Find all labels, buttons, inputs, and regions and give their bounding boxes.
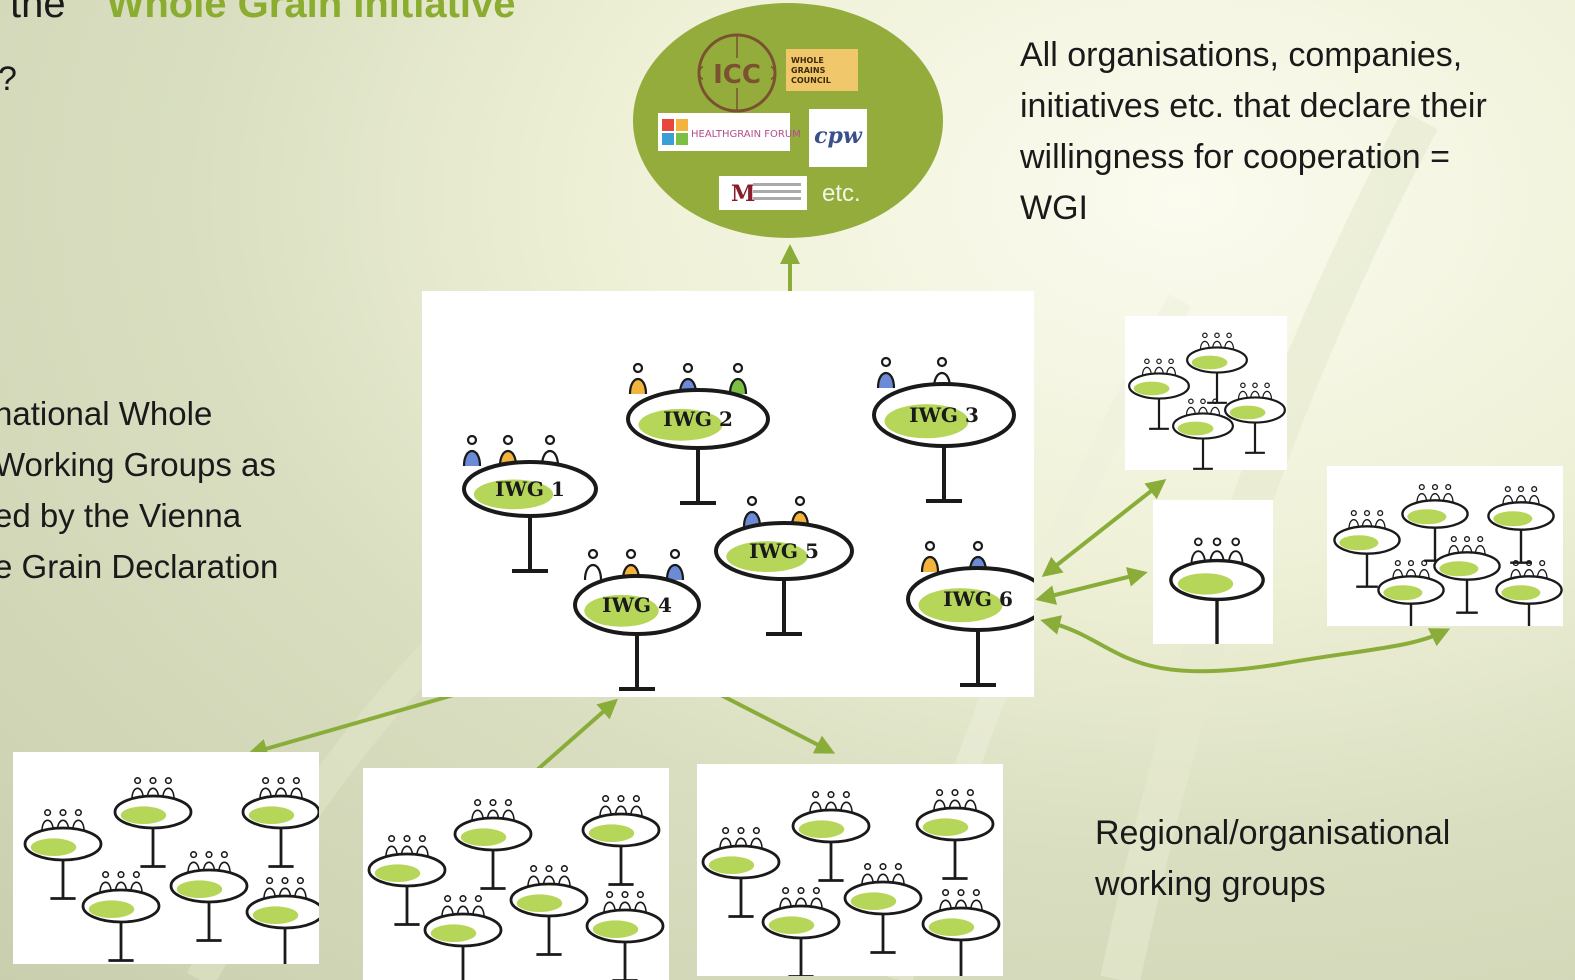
wgi-line-2: initiatives etc. that declare their [1020,87,1487,125]
iwg-table [241,777,319,868]
umn-logo: M [719,176,807,210]
title-prefix: l the [0,0,66,26]
svg-text:COUNCIL: COUNCIL [791,76,831,85]
iwg-table-label: IWG 5 [749,539,819,563]
iwg-table-label: IWG 1 [495,477,565,501]
iwg-table [1172,398,1234,470]
iwg-table [1333,510,1401,588]
iwg-table [843,863,923,954]
iwg-table [1224,382,1286,454]
iwg-table: IWG 6 [906,540,1034,687]
left-line-4: e Grain Declaration [0,548,279,585]
arrow-iwg-far-right [1040,615,1451,674]
iwg-table [113,777,193,868]
svg-text:WHOLE: WHOLE [791,56,824,65]
wgi-line-4: WGI [1020,189,1088,227]
svg-text:M: M [731,181,755,207]
iwg-table [761,887,841,976]
iwg-table [1495,560,1563,626]
iwg-table: IWG 3 [872,356,1016,503]
iwg-table [81,871,161,962]
wg-cluster [367,795,665,980]
left-description: national Whole Working Groups as ed by t… [0,388,304,592]
cpw-logo: cpw [809,109,867,167]
iwg-table [23,809,103,900]
icc-text: ICC [713,60,761,90]
iwg-table [791,791,871,882]
wg-cluster [1128,332,1286,470]
regional-line-2: working groups [1095,865,1326,903]
iwg-table [1169,537,1265,644]
iwg-table [1433,536,1501,614]
iwg-table-label: IWG 4 [602,593,672,617]
iwg-table [701,827,781,918]
iwg-table-label: IWG 3 [909,403,979,427]
iwg-table [1186,332,1248,404]
etc-label: etc. [822,180,861,207]
wg-cluster [1169,537,1265,644]
iwg-table [245,877,319,964]
iwg-tables-svg: IWG 1 IWG 2 IWG 3 IWG 4 IWG 5 IWG 6 [462,356,1034,691]
left-line-3: ed by the Vienna [0,497,242,534]
wgi-line-3: willingness for cooperation = [1020,138,1450,176]
title-highlight: "Whole Grain Initiative" [87,0,535,26]
iwg-table [585,891,665,980]
iwg-table [915,789,995,880]
title-question-mark: ? [0,60,17,99]
svg-text:HEALTHGRAIN FORUM: HEALTHGRAIN FORUM [691,129,801,140]
iwg-table [423,895,503,980]
arrow-iwg-top-right [1041,479,1167,577]
wg-cluster [1333,484,1563,626]
iwg-table [921,889,1001,976]
iwg-table [1377,560,1445,626]
iwg-table: IWG 2 [626,362,770,505]
iwg-table [367,835,447,926]
iwg-table: IWG 1 [462,434,598,573]
icc-logo: ICC [697,33,777,113]
wgc-logo: WHOLE GRAINS COUNCIL [786,49,858,91]
healthgrain-logo: HEALTHGRAIN FORUM [658,113,801,151]
page-title: l the "Whole Grain Initiative" [0,0,534,27]
regional-line-1: Regional/organisational [1095,814,1451,852]
iwg-table: IWG 4 [573,548,701,691]
svg-text:GRAINS: GRAINS [791,66,826,75]
wgi-logos: ICC WHOLE GRAINS COUNCIL HEALTHGRAIN FOR… [658,33,867,210]
left-line-1: national Whole [0,395,213,432]
iwg-table [169,851,249,942]
iwg-table [453,799,533,890]
iwg-table [1128,358,1190,430]
iwg-table-label: IWG 6 [943,587,1013,611]
wgi-line-1: All organisations, companies, [1020,36,1463,74]
wg-cluster [23,777,319,964]
iwg-table [581,795,661,886]
cpw-text: cpw [814,123,863,149]
iwg-table [509,865,589,956]
iwg-table [1487,486,1555,564]
wg-cluster [701,789,1001,976]
arrow-iwg-single [1035,567,1148,605]
iwg-table: IWG 5 [714,495,854,636]
iwg-table-label: IWG 2 [663,407,733,431]
left-line-2: Working Groups as [0,446,276,483]
regional-description: Regional/organisational working groups [1095,808,1515,910]
wgi-description: All organisations, companies, initiative… [1020,30,1540,234]
